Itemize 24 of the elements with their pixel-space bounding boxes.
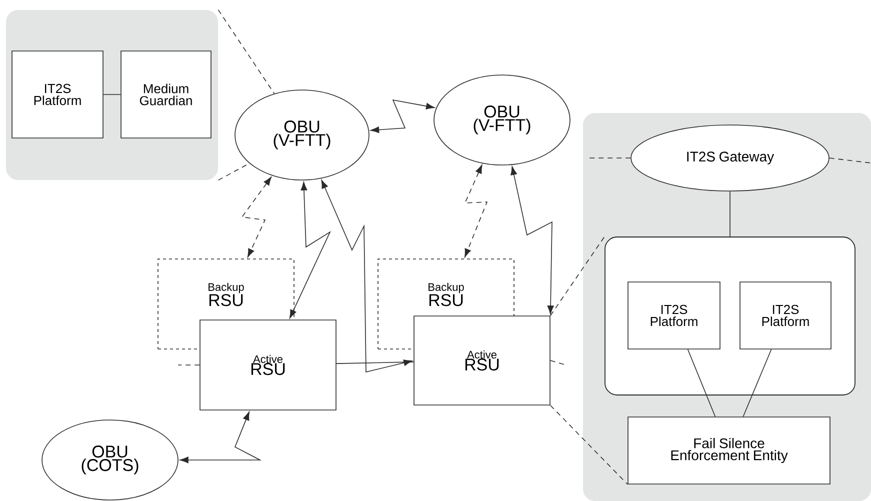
enforcement-box: Fail Silence Enforcement Entity bbox=[628, 416, 830, 484]
wireless-link bbox=[321, 180, 412, 372]
dashed-line bbox=[550, 405, 628, 485]
guardian-box: Medium Guardian bbox=[120, 50, 212, 138]
wireless-link bbox=[510, 166, 554, 314]
platform-box: IT2S Platform bbox=[628, 282, 720, 350]
dashed-line bbox=[550, 360, 566, 366]
wireless-link bbox=[241, 176, 272, 258]
dashed-line bbox=[178, 364, 200, 366]
dashed-line bbox=[218, 9, 275, 94]
wireless-link bbox=[289, 182, 331, 318]
connector-line bbox=[103, 94, 121, 95]
wireless-link bbox=[370, 99, 435, 134]
platform-box: IT2S Platform bbox=[12, 50, 104, 138]
dashed-line bbox=[550, 236, 605, 316]
dashed-line bbox=[829, 158, 871, 164]
wireless-link bbox=[180, 412, 262, 464]
connector-line bbox=[687, 349, 716, 417]
wireless-link bbox=[464, 164, 488, 258]
platform-box: IT2S Platform bbox=[740, 282, 832, 350]
active-rsu-box: Active RSU bbox=[200, 320, 336, 410]
connector-line bbox=[742, 349, 772, 417]
active-rsu-box: Active RSU bbox=[414, 316, 550, 406]
connector-line bbox=[336, 362, 414, 364]
